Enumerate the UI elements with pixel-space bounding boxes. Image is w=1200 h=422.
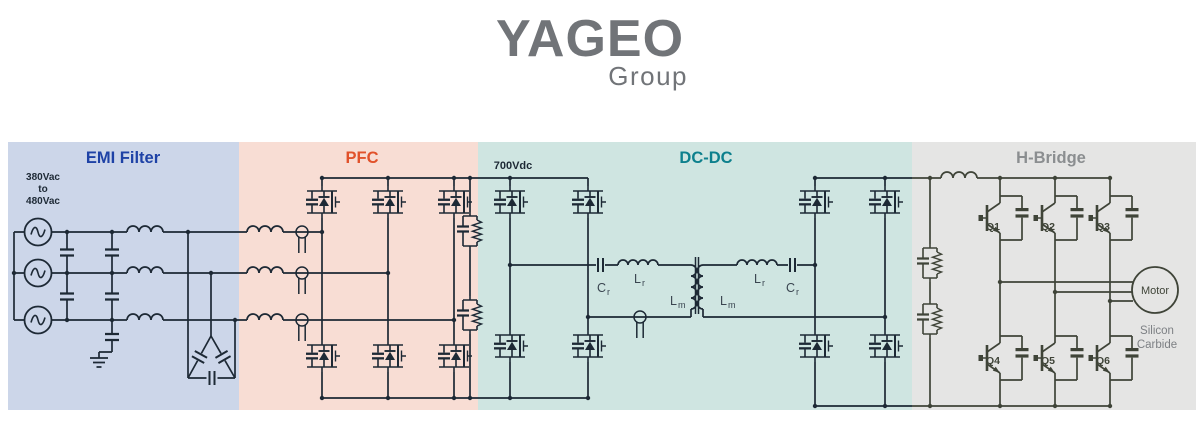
cr-sub-left: r: [607, 287, 610, 297]
dc-bus-voltage-label: 700Vdc: [494, 160, 533, 172]
emi-wires: [13, 231, 454, 385]
igbt-label-q4: Q4: [986, 355, 1000, 367]
lm-sub-right: m: [728, 300, 736, 310]
lm-sub-left: m: [678, 300, 686, 310]
dc-link-cap-icons: [1015, 208, 1139, 358]
delta-cap-icon: [214, 350, 232, 364]
igbt-labels: Q1 Q2 Q3 Q4 Q5 Q6 Motor: [986, 221, 1169, 367]
pfc-section-title: PFC: [346, 149, 379, 167]
input-voltage-line1: 380Vac: [26, 172, 60, 183]
emi-section-title: EMI Filter: [86, 149, 161, 167]
input-voltage-line3: 480Vac: [26, 196, 60, 207]
hbridge-section-title: H-Bridge: [1016, 149, 1086, 167]
primary-circuitry: [11, 175, 912, 409]
hbridge-section-bg: [912, 142, 1196, 410]
junction-dots: [927, 175, 1113, 409]
emi-input-voltage-label: 380Vac to 480Vac: [26, 172, 60, 207]
dcdc-section-title: DC-DC: [679, 149, 732, 167]
logo-brand-text: YAGEO: [496, 10, 684, 68]
cr-label-left: C: [597, 281, 606, 295]
emi-filter-circuit: [13, 217, 454, 385]
input-voltage-line2: to: [38, 184, 47, 195]
yageo-logo: YAGEO Group: [496, 10, 688, 91]
logo-suffix-text: Group: [608, 61, 688, 91]
dcdc-circuit: [493, 177, 912, 407]
cr-label-right: C: [786, 281, 795, 295]
motor-label: Motor: [1141, 285, 1169, 297]
igbt-label-q3: Q3: [1096, 221, 1110, 233]
lm-label-right: L: [720, 294, 727, 308]
lr-label-right: L: [754, 272, 761, 286]
igbt-label-q6: Q6: [1096, 355, 1110, 367]
lr-sub-left: r: [642, 278, 645, 288]
lr-label-left: L: [634, 272, 641, 286]
material-note-line1: Silicon: [1140, 325, 1174, 337]
resonant-tank-labels: C r L r L m L m L r C r: [597, 272, 799, 310]
igbt-label-q1: Q1: [986, 221, 1000, 233]
delta-cap-icon: [191, 350, 208, 364]
hbridge-circuit: [912, 171, 1179, 409]
section-backgrounds: [8, 142, 1196, 410]
pfc-section-bg: [239, 142, 478, 410]
junction-dots: [11, 175, 888, 409]
hbridge-wires: [912, 177, 1133, 407]
igbt-label-q5: Q5: [1041, 355, 1055, 367]
lm-label-left: L: [670, 294, 677, 308]
material-note: Silicon Carbide: [1137, 325, 1177, 351]
emi-section-bg: [8, 142, 239, 410]
dcdc-wires: [509, 177, 912, 407]
igbt-label-q2: Q2: [1041, 221, 1055, 233]
cr-sub-right: r: [796, 287, 799, 297]
material-note-line2: Carbide: [1137, 339, 1177, 351]
motor-icon: [1131, 266, 1179, 314]
lr-sub-right: r: [762, 278, 765, 288]
